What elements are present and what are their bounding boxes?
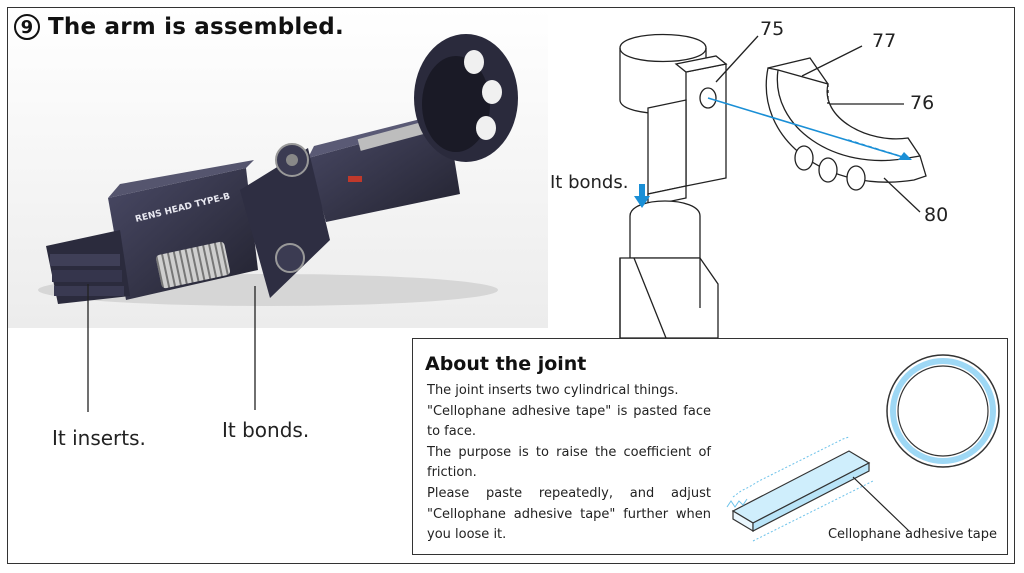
- step-number-badge: 9: [14, 14, 40, 40]
- joint-info-text: The joint inserts two cylindrical things…: [427, 381, 711, 546]
- part-label-75: 75: [760, 18, 785, 40]
- arm-model-illustration: RENS HEAD TYPE-B: [8, 8, 548, 328]
- part-label-76: 76: [910, 92, 935, 114]
- cellophane-tape-illustration: [726, 354, 1000, 542]
- part-label-77: 77: [872, 30, 897, 52]
- joint-info-paragraph: The purpose is to raise the coefficient …: [427, 444, 711, 481]
- diagram-callout-it-bonds: It bonds.: [550, 172, 629, 193]
- step-title-text: The arm is assembled.: [48, 14, 344, 40]
- callout-it-bonds: It bonds.: [222, 418, 310, 442]
- joint-info-panel: About the joint The joint inserts two cy…: [412, 338, 1008, 555]
- joint-info-paragraph: The joint inserts two cylindrical things…: [427, 383, 679, 398]
- step-title: 9 The arm is assembled.: [14, 14, 344, 40]
- part-label-80: 80: [924, 204, 949, 226]
- joint-info-paragraph: Please paste repeatedly, and adjust "Cel…: [427, 485, 711, 543]
- assembled-arm-photo: RENS HEAD TYPE-B: [8, 8, 548, 328]
- joint-info-paragraph: "Cellophane adhesive tape" is pasted fac…: [427, 403, 711, 440]
- joint-info-heading: About the joint: [425, 353, 587, 375]
- joint-assembly-diagram: [619, 33, 927, 339]
- cellophane-tape-label: Cellophane adhesive tape: [827, 527, 997, 542]
- callout-it-inserts: It inserts.: [52, 426, 146, 450]
- page-frame: [7, 7, 1015, 564]
